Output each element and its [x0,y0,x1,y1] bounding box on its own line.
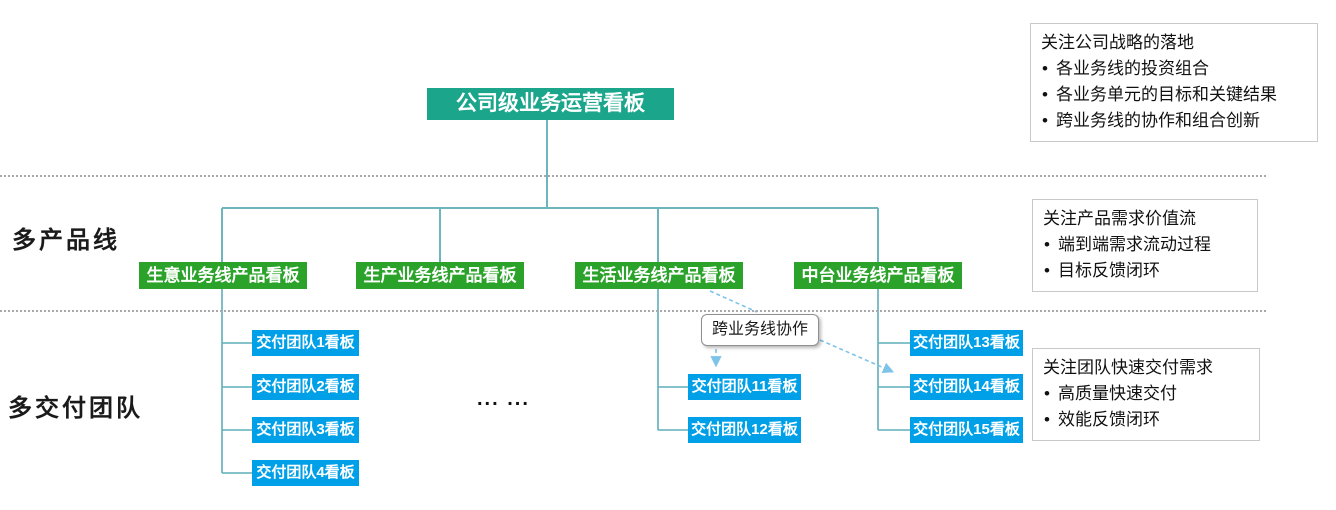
ellipsis-more-teams: ... ... [477,388,530,410]
team-board-2: 交付团队2看板 [252,374,359,400]
note-panel-product-value-stream: 关注产品需求价值流 端到端需求流动过程 目标反馈闭环 [1032,199,1258,292]
team-board-13: 交付团队13看板 [910,330,1023,356]
note-panel-bullets: 高质量快速交付 效能反馈闭环 [1043,381,1249,433]
product-board-shengyi: 生意业务线产品看板 [139,262,307,289]
note-panel-title: 关注公司战略的落地 [1041,33,1194,52]
note-bullet: 目标反馈闭环 [1043,258,1247,284]
product-board-zhongtai: 中台业务线产品看板 [794,262,962,289]
root-dashboard-box: 公司级业务运营看板 [427,88,674,120]
team-board-3: 交付团队3看板 [252,417,359,443]
note-panel-strategy: 关注公司战略的落地 各业务线的投资组合 各业务单元的目标和关键结果 跨业务线的协… [1030,23,1318,142]
note-panel-team-delivery: 关注团队快速交付需求 高质量快速交付 效能反馈闭环 [1032,348,1260,441]
team-board-14: 交付团队14看板 [910,374,1023,400]
team-board-15: 交付团队15看板 [910,417,1023,443]
note-panel-bullets: 端到端需求流动过程 目标反馈闭环 [1043,232,1247,284]
team-board-11: 交付团队11看板 [688,374,801,400]
team-board-4: 交付团队4看板 [252,460,359,486]
team-board-12: 交付团队12看板 [688,417,801,443]
row-label-product-lines: 多产品线 [12,227,120,254]
note-bullet: 端到端需求流动过程 [1043,232,1247,258]
row-label-delivery-teams: 多交付团队 [8,395,143,422]
dotted-separator-bottom [0,310,1266,312]
note-bullet: 高质量快速交付 [1043,381,1249,407]
dotted-separator-top [0,175,1266,177]
note-panel-title: 关注团队快速交付需求 [1043,358,1213,377]
product-board-shenghuo: 生活业务线产品看板 [575,262,743,289]
product-board-shengchan: 生产业务线产品看板 [356,262,524,289]
note-bullet: 跨业务线的协作和组合创新 [1041,108,1307,134]
note-panel-title: 关注产品需求价值流 [1043,209,1196,228]
cross-business-collab-callout: 跨业务线协作 [701,314,819,346]
team-board-1: 交付团队1看板 [252,330,359,356]
note-bullet: 各业务线的投资组合 [1041,56,1307,82]
note-panel-bullets: 各业务线的投资组合 各业务单元的目标和关键结果 跨业务线的协作和组合创新 [1041,56,1307,134]
note-bullet: 各业务单元的目标和关键结果 [1041,82,1307,108]
note-bullet: 效能反馈闭环 [1043,407,1249,433]
